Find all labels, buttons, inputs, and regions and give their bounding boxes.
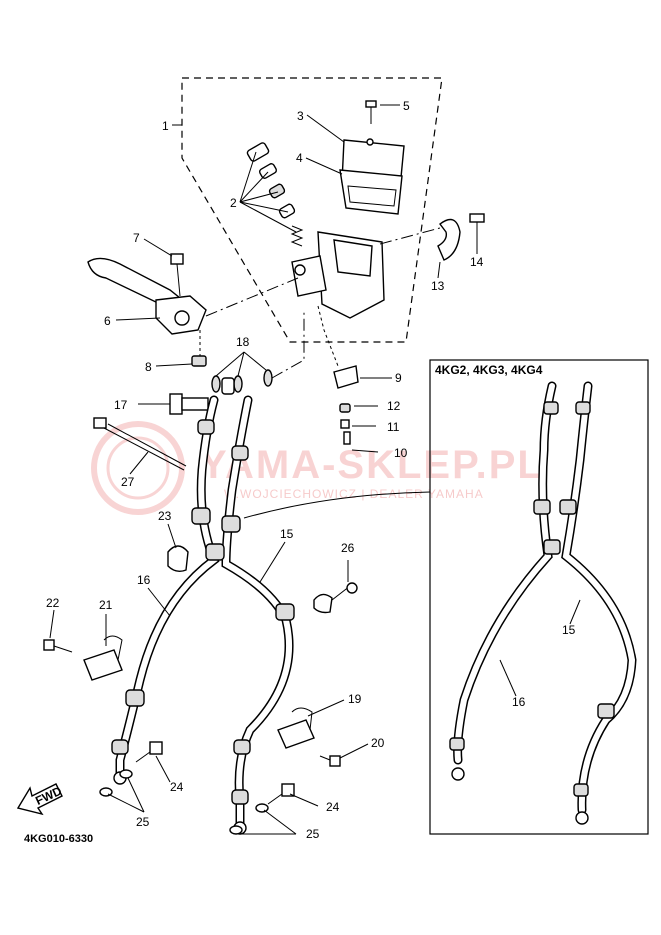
brake-lever [87,257,207,335]
label-part-21: 21 [99,598,113,612]
label-part-24-b: 24 [326,800,340,814]
brake-switch-9 [333,365,359,445]
label-part-10: 10 [394,446,408,460]
label-part-5: 5 [403,99,410,113]
fwd-label: FWD [33,784,64,808]
union-bolt-17 [169,369,273,415]
label-part-23: 23 [158,509,172,523]
watermark: YAMA-SKLEP.PL W.WOJCIECHOWICZ | DEALER Y… [91,421,544,515]
label-part-15: 15 [280,527,294,541]
clamp-bracket-13 [437,213,485,261]
label-part-16: 16 [137,573,151,587]
washers-25 [99,769,269,835]
part-labels: 1 2 3 4 5 6 7 8 9 10 11 12 13 14 15 16 1… [46,99,484,841]
label-part-25-a: 25 [136,815,150,829]
label-part-6: 6 [104,314,111,328]
label-part-24-a: 24 [170,780,184,794]
label-part-8: 8 [145,360,152,374]
screw-5 [365,100,377,124]
inset-label-15: 15 [562,623,576,637]
clamp-19 [277,707,341,767]
reservoir-cap [339,138,405,215]
label-part-17: 17 [114,398,128,412]
hose-clip-26 [313,582,358,614]
label-part-12: 12 [387,399,401,413]
fwd-arrow-icon: FWD [16,783,64,816]
label-part-7: 7 [133,231,140,245]
inset-title: 4KG2, 4KG3, 4KG4 [435,363,543,377]
master-cylinder-body [291,231,385,319]
label-part-19: 19 [348,692,362,706]
label-part-9: 9 [395,371,402,385]
callout-leaders [49,104,478,835]
label-part-20: 20 [371,736,385,750]
clamp-21 [43,635,123,681]
cable-tie-27 [93,417,187,471]
label-part-25-b: 25 [306,827,320,841]
union-bolts-24 [135,741,295,805]
label-part-26: 26 [341,541,355,555]
nut-8 [191,355,207,367]
leader-13-line [379,227,441,245]
bolt-7 [170,253,184,297]
label-part-27: 27 [121,475,135,489]
label-part-13: 13 [431,279,445,293]
label-part-2: 2 [230,196,237,210]
assembly-1-outline [181,77,443,343]
label-part-4: 4 [296,151,303,165]
piston-kit [246,142,304,247]
label-part-18: 18 [236,335,250,349]
label-part-1: 1 [162,119,169,133]
watermark-main-text: YAMA-SKLEP.PL [200,443,544,487]
label-part-3: 3 [297,109,304,123]
label-part-14: 14 [470,255,484,269]
diagram-code: 4KG010-6330 [24,833,93,845]
label-part-22: 22 [46,596,60,610]
brake-hoses [111,395,295,835]
variant-inset: 4KG2, 4KG3, 4KG4 15 16 [429,359,649,835]
watermark-sub-text: W.WOJCIECHOWICZ | DEALER YAMAHA [224,487,484,501]
hose-guide-23 [167,545,189,573]
label-part-11: 11 [387,420,400,434]
inset-label-16: 16 [512,695,526,709]
